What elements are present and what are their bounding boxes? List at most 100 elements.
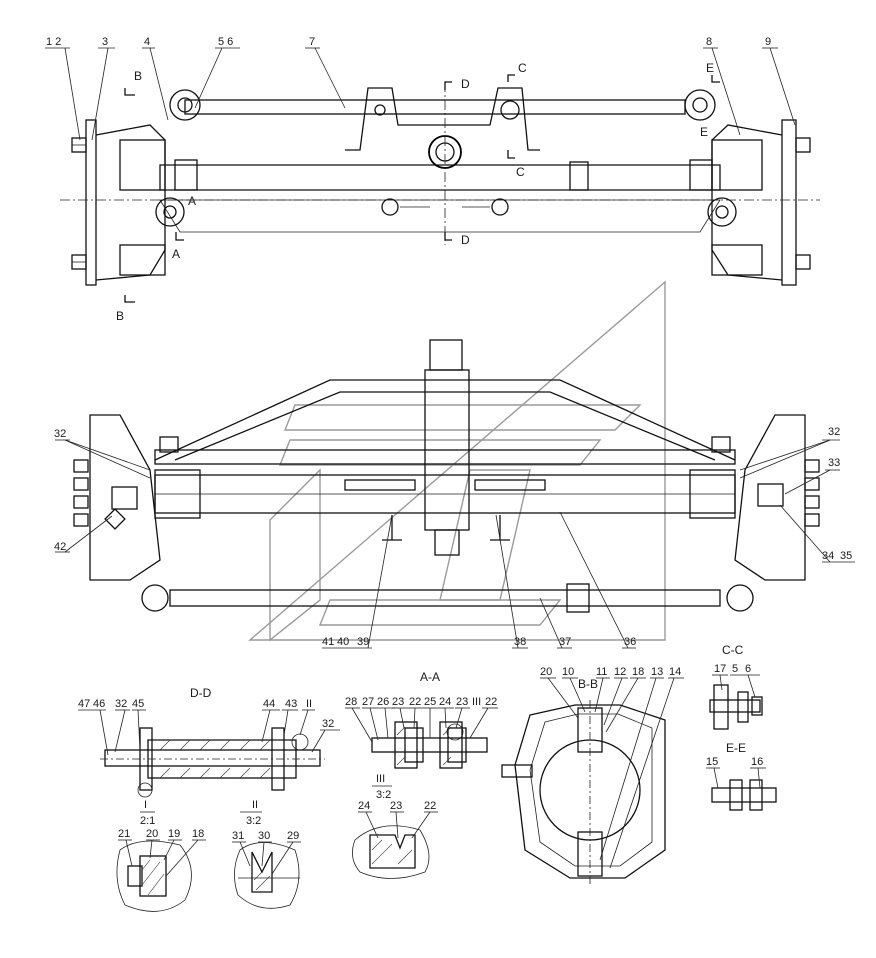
detail-mark-iii: III bbox=[376, 773, 385, 785]
detail-i-leaders bbox=[118, 839, 206, 877]
callout-5-6: 5 6 bbox=[218, 36, 233, 48]
callout-13: 13 bbox=[651, 666, 663, 678]
detail-mark-ii-dd: II bbox=[306, 698, 312, 710]
section-title-b-b: B-B bbox=[578, 677, 598, 691]
callout-45: 45 bbox=[132, 698, 144, 710]
section-title-d-d: D-D bbox=[190, 686, 212, 700]
callout-14: 14 bbox=[669, 666, 681, 678]
top-view: B B A A D D C C E E 1 2 3 4 5 6 7 8 9 bbox=[45, 36, 820, 323]
arch-frame bbox=[154, 379, 736, 461]
section-mark-d-bottom: D bbox=[461, 233, 470, 247]
callout-32-right: 32 bbox=[828, 426, 840, 438]
callout-11: 11 bbox=[596, 666, 607, 678]
callout-16: 16 bbox=[751, 756, 763, 768]
detail-iii: 24 23 22 bbox=[352, 800, 438, 879]
detail-scale-ii: 3:2 bbox=[246, 815, 261, 827]
right-ball-joint bbox=[726, 584, 754, 612]
detail-iii-leaders bbox=[358, 811, 438, 839]
detail-ii-leaders bbox=[232, 841, 301, 875]
upper-beam bbox=[184, 99, 686, 115]
right-kingpin bbox=[689, 469, 736, 519]
callout-18-detail: 18 bbox=[192, 828, 204, 840]
left-kingpin bbox=[154, 469, 201, 519]
callout-15: 15 bbox=[706, 756, 718, 768]
section-mark-b-bottom: B bbox=[116, 309, 124, 323]
watermark-logo bbox=[248, 280, 666, 642]
bolt-head bbox=[71, 254, 87, 270]
callout-19: 19 bbox=[168, 828, 180, 840]
detail-mark-iii-aa: III bbox=[472, 696, 481, 708]
section-b-b: B-B 20 10 11 12 18 13 14 bbox=[501, 666, 684, 885]
callout-17: 17 bbox=[714, 663, 726, 675]
callout-22-aa-right: 22 bbox=[485, 696, 497, 708]
left-wheel-flange bbox=[89, 414, 161, 581]
cc-leaders bbox=[712, 674, 760, 698]
pin-shaft bbox=[104, 749, 321, 767]
right-wheel-flange bbox=[734, 414, 806, 581]
callout-24-detail: 24 bbox=[358, 800, 370, 812]
front-view: 32 42 41 40 39 38 37 36 34 35 33 32 bbox=[54, 339, 855, 649]
callout-22-aa: 22 bbox=[409, 696, 421, 708]
detail-mark-i: I bbox=[144, 799, 147, 811]
callout-32-dd: 32 bbox=[115, 698, 127, 710]
callout-36: 36 bbox=[624, 636, 636, 648]
callout-5-cc: 5 bbox=[732, 663, 738, 675]
callout-28: 28 bbox=[345, 696, 357, 708]
lower-beam bbox=[159, 199, 721, 233]
front-leaders bbox=[55, 439, 855, 649]
callout-47: 47 bbox=[78, 698, 90, 710]
detail-ii: 31 30 29 bbox=[232, 830, 301, 909]
callout-32-left: 32 bbox=[54, 428, 66, 440]
section-title-a-a: A-A bbox=[420, 670, 440, 684]
top-pivot bbox=[429, 339, 463, 371]
bolt-head bbox=[795, 254, 811, 270]
hatch-dd bbox=[159, 739, 271, 779]
section-mark-a-bottom: A bbox=[172, 247, 180, 261]
section-title-c-c: C-C bbox=[722, 643, 744, 657]
callout-35: 35 bbox=[840, 550, 852, 562]
callout-42: 42 bbox=[54, 541, 66, 553]
left-ball-joint bbox=[141, 584, 169, 612]
bolt-head bbox=[71, 137, 87, 153]
callout-8: 8 bbox=[706, 36, 712, 48]
right-flange bbox=[781, 119, 797, 286]
top-leaders bbox=[45, 47, 796, 141]
callout-23-detail: 23 bbox=[390, 800, 402, 812]
ee-pin bbox=[711, 787, 777, 803]
main-axle-beam bbox=[159, 164, 721, 191]
callout-40: 40 bbox=[337, 636, 349, 648]
bb-leaders bbox=[540, 677, 684, 869]
section-e-e: E-E 15 16 bbox=[706, 741, 777, 811]
knuckle-housing bbox=[514, 704, 666, 879]
callout-38: 38 bbox=[514, 636, 526, 648]
detail-scale-iii: 3:2 bbox=[376, 789, 391, 801]
section-mark-a-top: A bbox=[188, 194, 196, 208]
section-a-a: A-A 28 27 26 23 22 25 24 23 II bbox=[345, 670, 498, 801]
section-mark-c-bottom: C bbox=[516, 165, 525, 179]
upper-kingpin-bb bbox=[577, 707, 603, 753]
callout-23-aa-right: 23 bbox=[456, 696, 468, 708]
left-knuckle bbox=[119, 139, 166, 191]
tie-rod bbox=[169, 589, 721, 607]
aa-shaft bbox=[371, 737, 488, 753]
callout-4: 4 bbox=[144, 36, 150, 48]
ee-leaders bbox=[706, 767, 766, 789]
cc-pin bbox=[709, 699, 761, 713]
callout-43: 43 bbox=[285, 698, 297, 710]
section-d-d: D-D 47 46 32 45 bbox=[78, 686, 340, 827]
callout-12: 12 bbox=[614, 666, 626, 678]
section-title-e-e: E-E bbox=[726, 741, 746, 755]
section-c-c: C-C 17 5 6 bbox=[709, 643, 763, 730]
callout-34: 34 bbox=[822, 550, 834, 562]
callout-23-aa: 23 bbox=[392, 696, 404, 708]
seal-stack bbox=[369, 834, 416, 869]
section-mark-b-top: B bbox=[134, 69, 142, 83]
callout-37: 37 bbox=[559, 636, 571, 648]
dd-leaders bbox=[78, 709, 340, 813]
section-mark-e-bottom: E bbox=[700, 125, 708, 139]
callout-18-bb: 18 bbox=[632, 666, 644, 678]
callout-25: 25 bbox=[424, 696, 436, 708]
callout-33: 33 bbox=[828, 457, 840, 469]
upper-cross-beam bbox=[154, 449, 736, 465]
